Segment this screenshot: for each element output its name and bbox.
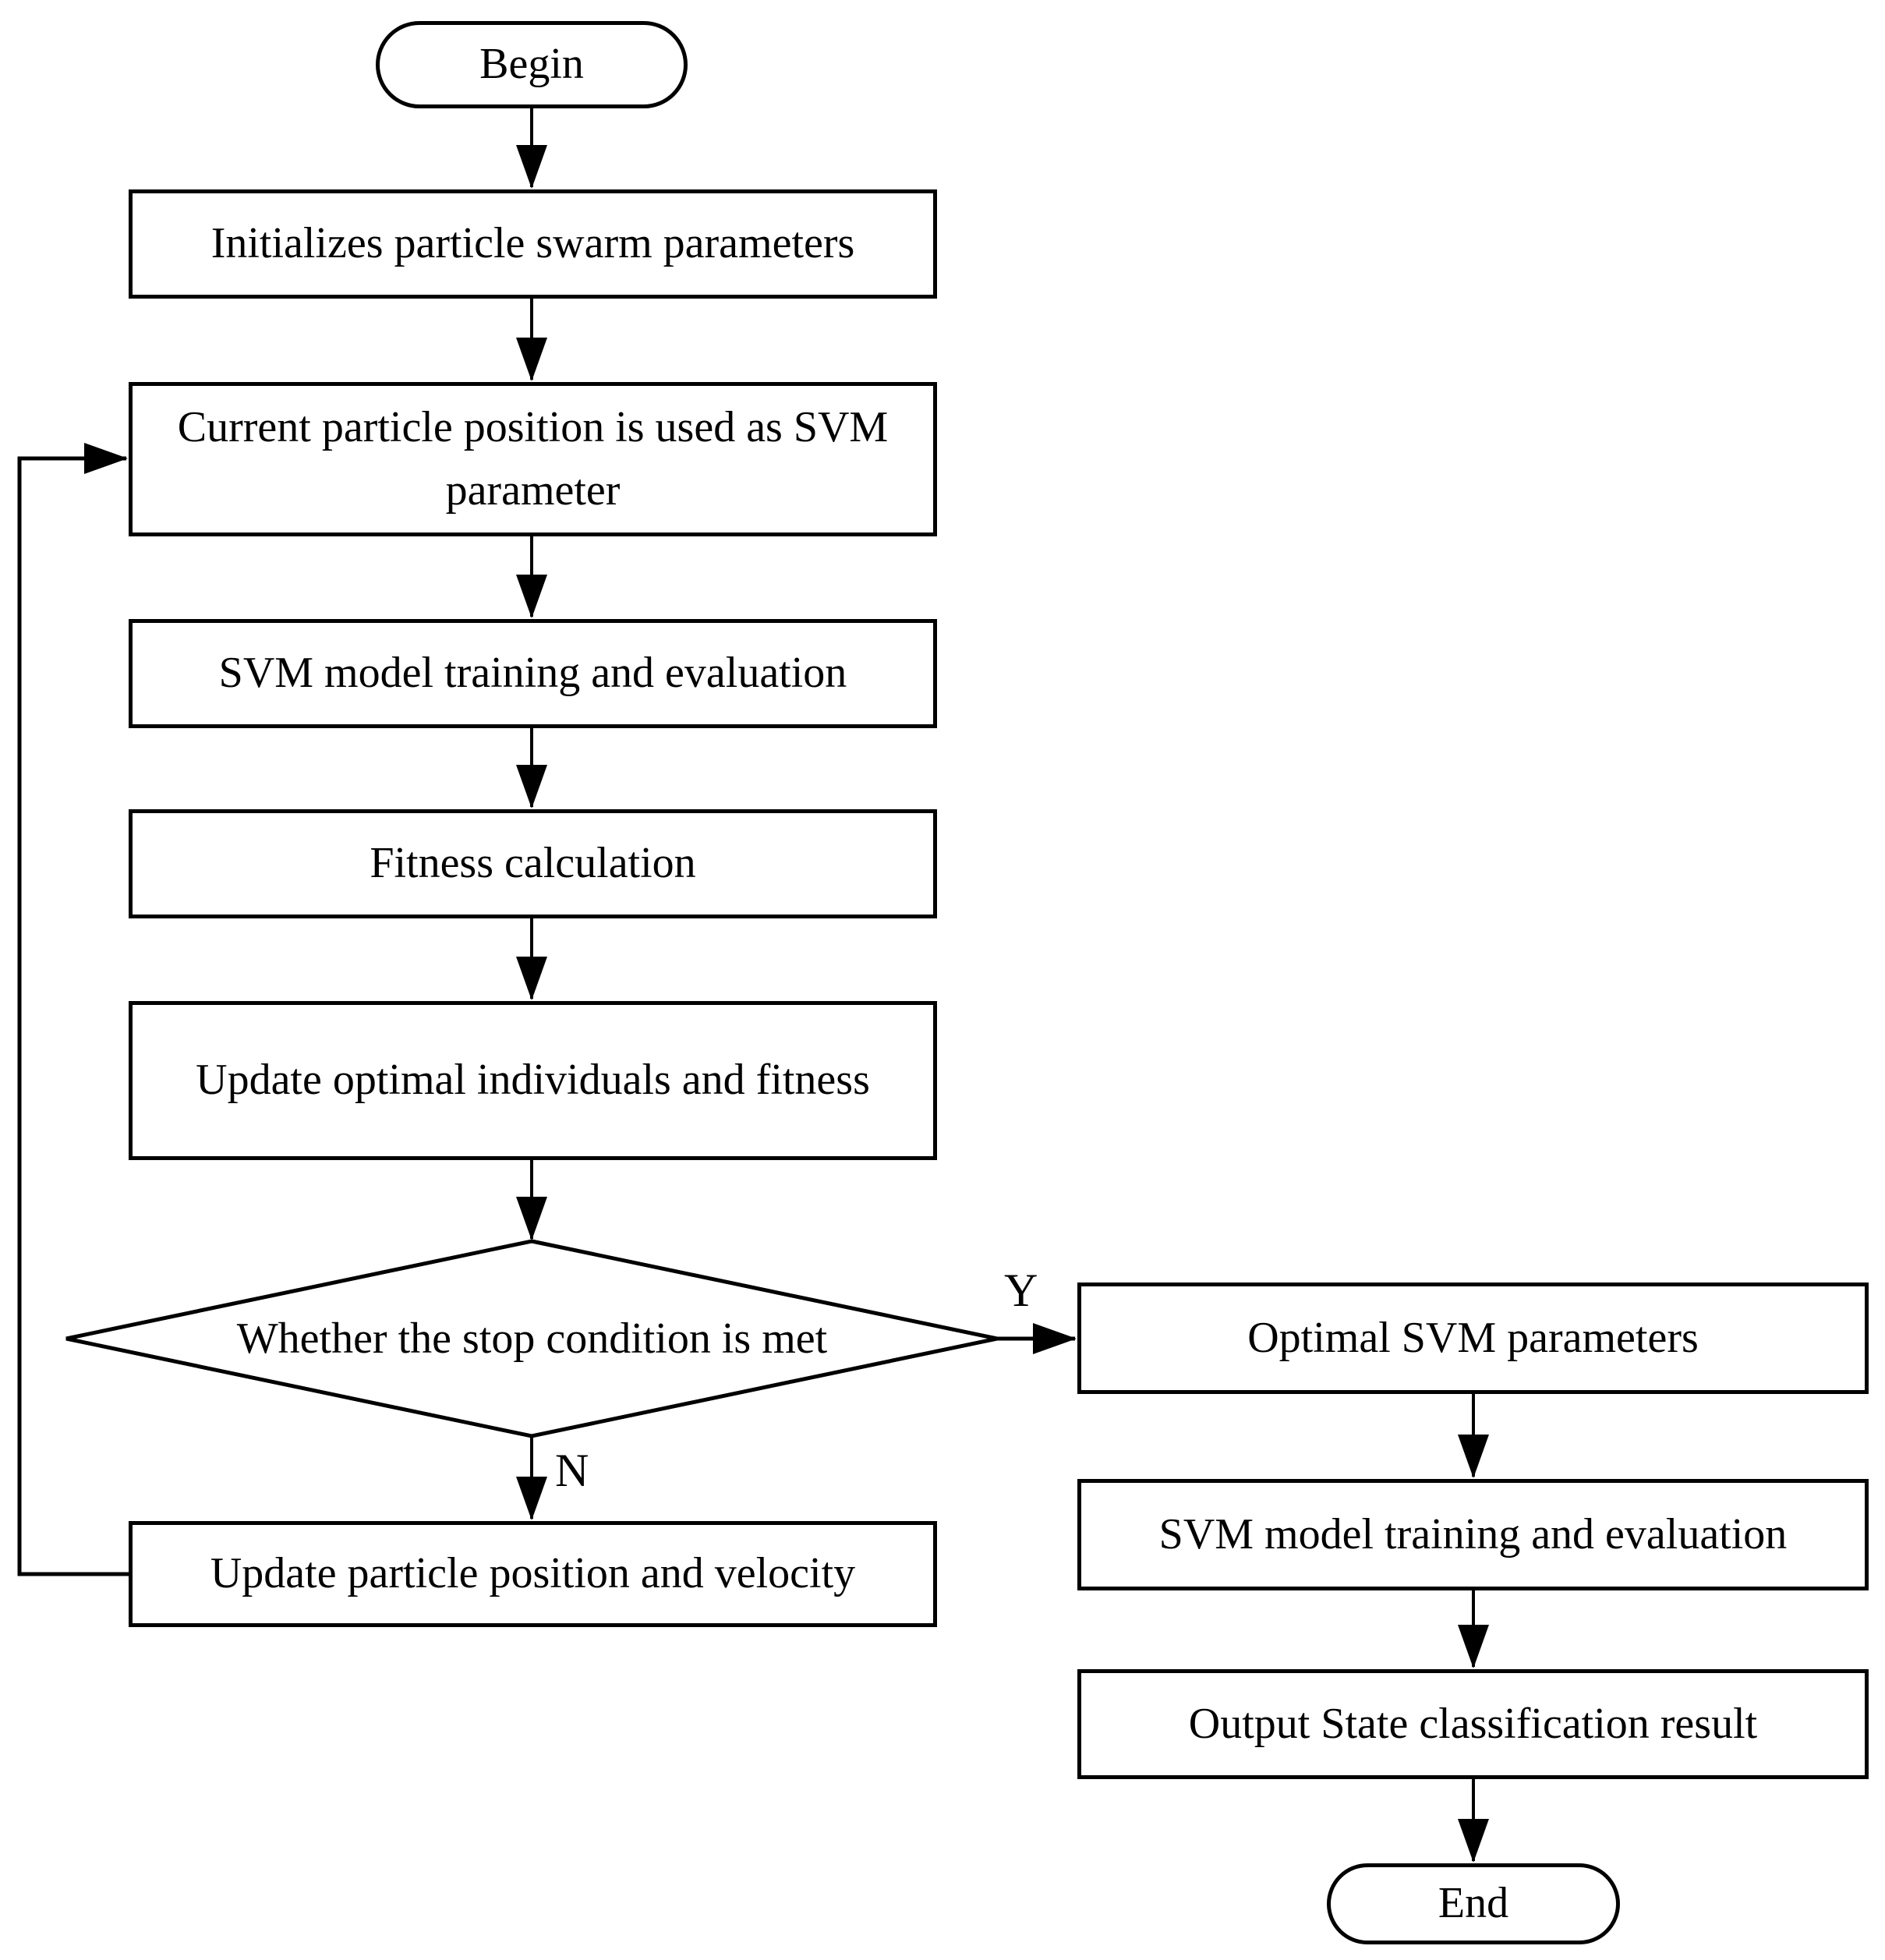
- no-edge-label: N: [555, 1445, 589, 1496]
- svm-training-evaluation-final-label: SVM model training and evaluation: [1158, 1509, 1788, 1558]
- edge-loopback-update-particle-to-current: [17, 443, 129, 1576]
- current-particle-position-label: Current particle position is used as SVM…: [177, 402, 889, 515]
- yes-edge-label: Y: [1004, 1265, 1038, 1316]
- stop-condition-diamond: Whether the stop condition is met: [113, 1293, 951, 1384]
- update-particle-position-label: Update particle position and velocity: [210, 1549, 856, 1598]
- output-classification-result-label: Output State classification result: [1188, 1699, 1758, 1748]
- update-particle-position-box: Update particle position and velocity: [129, 1521, 937, 1627]
- end-label: End: [1438, 1879, 1509, 1928]
- svm-training-evaluation-loop-label: SVM model training and evaluation: [218, 649, 847, 698]
- fitness-calculation-label: Fitness calculation: [370, 839, 696, 888]
- current-particle-position-box: Current particle position is used as SVM…: [129, 382, 937, 536]
- svm-training-evaluation-loop-box: SVM model training and evaluation: [129, 619, 937, 728]
- begin-terminator: Begin: [376, 21, 688, 108]
- optimal-svm-parameters-label: Optimal SVM parameters: [1247, 1313, 1699, 1362]
- update-optimal-individuals-label: Update optimal individuals and fitness: [196, 1056, 870, 1105]
- fitness-calculation-box: Fitness calculation: [129, 809, 937, 918]
- svm-training-evaluation-final-box: SVM model training and evaluation: [1077, 1479, 1869, 1590]
- stop-condition-label: Whether the stop condition is met: [236, 1314, 828, 1363]
- init-swarm-parameters-label: Initializes particle swarm parameters: [210, 219, 855, 268]
- init-swarm-parameters-box: Initializes particle swarm parameters: [129, 189, 937, 299]
- output-classification-result-box: Output State classification result: [1077, 1669, 1869, 1779]
- end-terminator: End: [1327, 1863, 1620, 1944]
- update-optimal-individuals-box: Update optimal individuals and fitness: [129, 1001, 937, 1160]
- begin-label: Begin: [479, 40, 584, 89]
- optimal-svm-parameters-box: Optimal SVM parameters: [1077, 1282, 1869, 1394]
